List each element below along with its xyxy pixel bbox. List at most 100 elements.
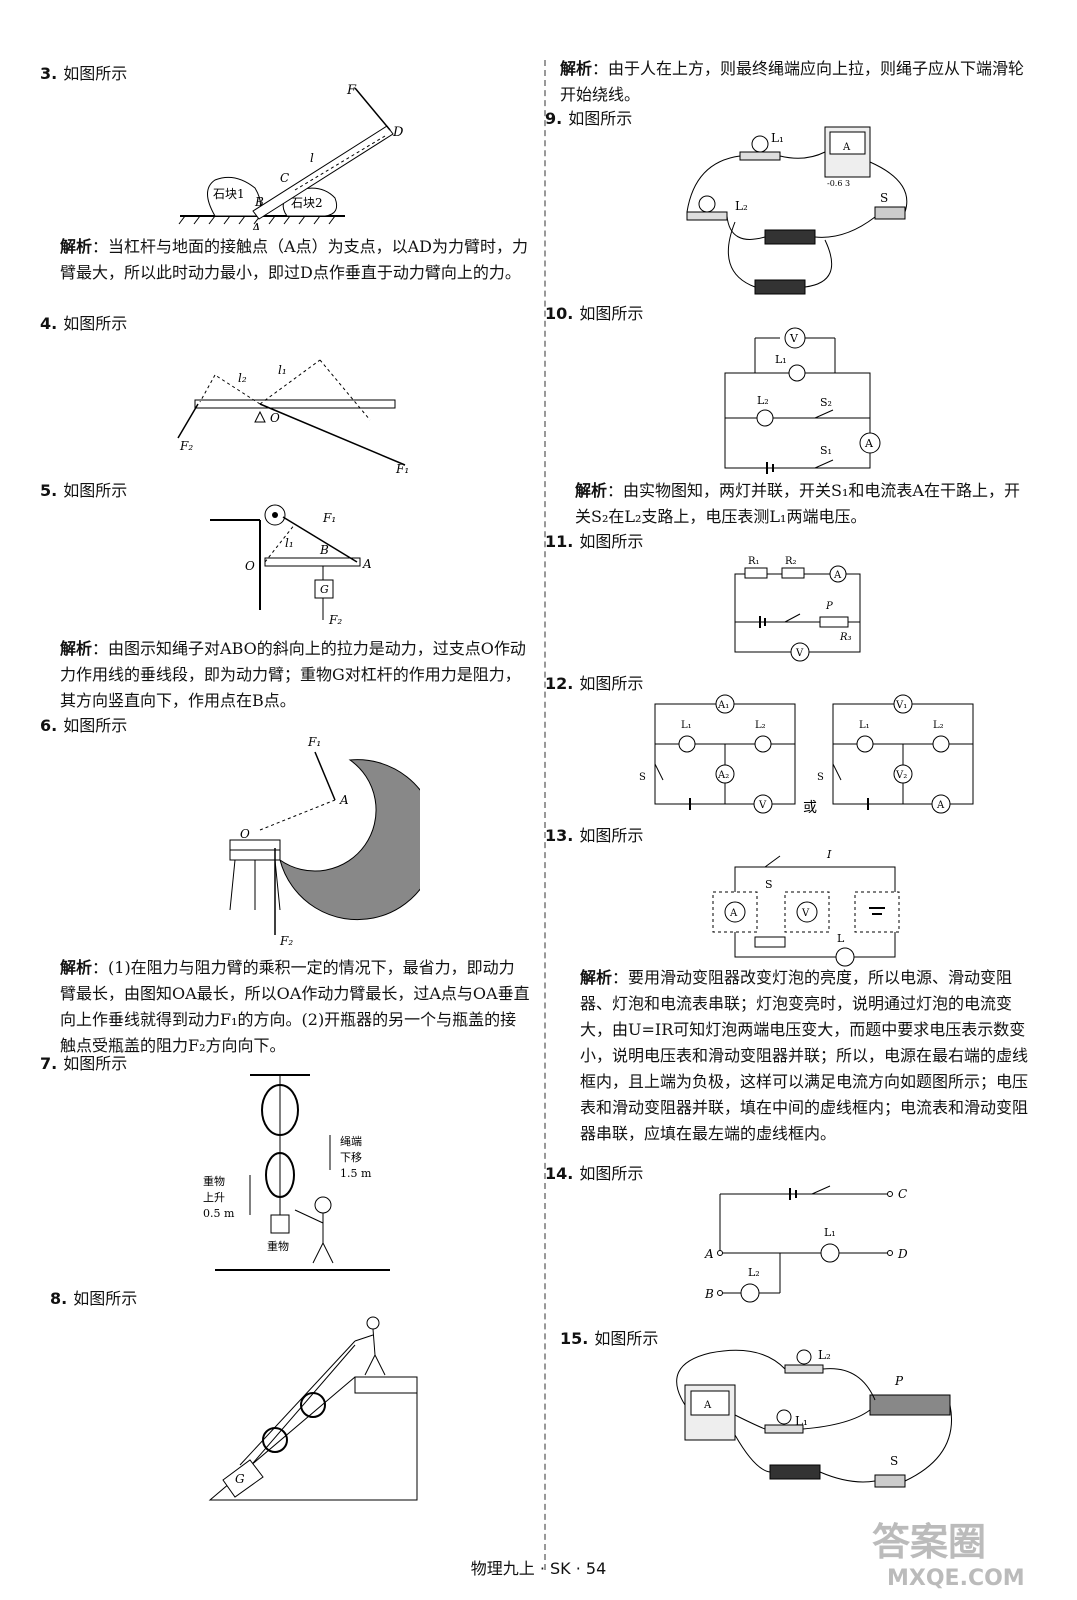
svg-text:A: A bbox=[729, 908, 738, 919]
svg-text:L₁: L₁ bbox=[775, 353, 787, 366]
svg-text:L₁: L₁ bbox=[859, 720, 870, 731]
svg-text:l₁: l₁ bbox=[278, 363, 287, 377]
svg-text:S: S bbox=[817, 772, 824, 783]
column-divider bbox=[544, 60, 546, 1570]
q9-circuit-figure: A -0.6 3 L₁ L₂ S bbox=[686, 126, 908, 295]
svg-text:A₁: A₁ bbox=[717, 700, 729, 711]
svg-text:A: A bbox=[833, 570, 842, 581]
svg-text:石块1: 石块1 bbox=[213, 187, 245, 201]
page-footer: 物理九上 · SK · 54 bbox=[470, 1559, 607, 1578]
svg-text:B: B bbox=[254, 195, 264, 209]
svg-text:答案圈: 答案圈 bbox=[872, 1520, 986, 1564]
svg-text:L₂: L₂ bbox=[818, 1348, 831, 1362]
q4-lever-figure: l₁ l₂ O F₁ F₂ bbox=[177, 359, 409, 476]
svg-text:V: V bbox=[758, 800, 767, 811]
question-13-heading: 13.如图所示 bbox=[545, 826, 644, 845]
q13-analysis: 解析：要用滑动变阻器改变灯泡的亮度，所以电源、滑动变阻器、灯泡和电流表串联；灯泡… bbox=[580, 968, 1029, 1143]
svg-text:L₂: L₂ bbox=[735, 199, 748, 213]
svg-text:1.5 m: 1.5 m bbox=[340, 1167, 372, 1180]
svg-text:L₁: L₁ bbox=[681, 720, 692, 731]
svg-text:A₂: A₂ bbox=[717, 770, 729, 781]
question-5-heading: 5.如图所示 bbox=[40, 481, 128, 500]
q13-circuit-diagram: S I A V L bbox=[712, 848, 900, 967]
svg-text:0.5 m: 0.5 m bbox=[203, 1207, 235, 1220]
svg-text:F₂: F₂ bbox=[279, 934, 293, 948]
q3-analysis: 解析：当杠杆与地面的接触点（A点）为支点，以AD为力臂时，力臂最大，所以此时动力… bbox=[60, 237, 528, 282]
q15-circuit-figure: A L₂ L₁ P S bbox=[676, 1348, 952, 1488]
svg-text:A: A bbox=[362, 557, 372, 571]
svg-text:S₁: S₁ bbox=[820, 444, 832, 457]
question-14-heading: 14.如图所示 bbox=[545, 1164, 644, 1183]
svg-text:V: V bbox=[789, 332, 799, 345]
svg-text:O: O bbox=[270, 411, 280, 425]
q3-lever-figure: F D l C B A 石块1 石块2 bbox=[178, 83, 404, 230]
svg-text:重物: 重物 bbox=[267, 1239, 289, 1253]
svg-text:O: O bbox=[240, 827, 250, 841]
svg-text:F₁: F₁ bbox=[307, 735, 321, 749]
question-3-heading: 3.如图所示 bbox=[40, 64, 128, 83]
svg-text:F₁: F₁ bbox=[395, 462, 409, 476]
question-7-heading: 7.如图所示 bbox=[40, 1054, 128, 1073]
q5-analysis: 解析：由图示知绳子对ABO的斜向上的拉力是动力，过支点O作动力作用线的垂线段，即… bbox=[60, 639, 526, 710]
svg-text:L₁: L₁ bbox=[771, 131, 784, 145]
svg-text:V₁: V₁ bbox=[895, 700, 907, 711]
svg-text:R₃: R₃ bbox=[839, 632, 852, 643]
q8-analysis: 解析：由于人在上方，则最终绳端应向上拉，则绳子应从下端滑轮开始绕线。 bbox=[560, 59, 1025, 104]
svg-text:A: A bbox=[703, 1400, 712, 1411]
svg-text:R₁: R₁ bbox=[748, 556, 760, 567]
question-12-heading: 12.如图所示 bbox=[545, 674, 644, 693]
svg-text:L₂: L₂ bbox=[755, 720, 766, 731]
q12-circuit-diagrams: A₁ L₁ L₂ A₂ S V 或 V₁ L₁ L₂ bbox=[639, 694, 974, 816]
svg-text:石块2: 石块2 bbox=[291, 196, 323, 210]
q6-analysis: 解析：(1)在阻力与阻力臂的乘积一定的情况下，最省力，即动力臂最长，由图知OA最… bbox=[60, 958, 530, 1055]
svg-text:V₂: V₂ bbox=[895, 770, 907, 781]
svg-text:P: P bbox=[894, 1374, 904, 1388]
svg-text:B: B bbox=[319, 543, 329, 557]
svg-text:S: S bbox=[639, 772, 646, 783]
svg-text:D: D bbox=[392, 125, 404, 140]
svg-text:绳端: 绳端 bbox=[340, 1134, 362, 1148]
svg-text:l₂: l₂ bbox=[238, 371, 247, 385]
svg-text:L₂: L₂ bbox=[933, 720, 944, 731]
q6-bottle-opener-figure: F₁ A O F₂ bbox=[229, 735, 420, 948]
svg-text:上升: 上升 bbox=[203, 1191, 225, 1204]
question-11-heading: 11.如图所示 bbox=[545, 532, 644, 551]
question-15-heading: 15.如图所示 bbox=[560, 1329, 659, 1348]
svg-text:D: D bbox=[897, 1247, 908, 1261]
svg-text:C: C bbox=[898, 1187, 907, 1201]
svg-text:-0.6 3: -0.6 3 bbox=[827, 179, 850, 188]
svg-text:F₁: F₁ bbox=[322, 511, 336, 525]
svg-text:C: C bbox=[280, 171, 289, 185]
q14-circuit-diagram: C A D L₁ B L₂ bbox=[704, 1185, 908, 1303]
svg-text:L₁: L₁ bbox=[824, 1226, 836, 1239]
q11-circuit-diagram: A R₁ R₂ P R₃ V bbox=[734, 556, 861, 662]
svg-text:MXQE.COM: MXQE.COM bbox=[887, 1566, 1025, 1590]
svg-text:R₂: R₂ bbox=[785, 556, 797, 567]
svg-text:A: A bbox=[704, 1247, 714, 1261]
svg-text:V: V bbox=[801, 908, 810, 919]
svg-text:重物: 重物 bbox=[203, 1174, 225, 1188]
q5-pulley-lever-figure: F₁ l₁ B O A G F₂ bbox=[210, 504, 372, 627]
watermark-logo: 答案圈 MXQE.COM bbox=[872, 1520, 1025, 1590]
svg-text:L: L bbox=[837, 932, 845, 945]
svg-text:P: P bbox=[825, 601, 833, 612]
svg-text:B: B bbox=[704, 1287, 714, 1301]
svg-text:G: G bbox=[235, 1472, 245, 1486]
svg-text:l₁: l₁ bbox=[285, 536, 294, 550]
svg-text:O: O bbox=[245, 559, 255, 573]
q7-pulley-system-figure: 绳端 下移 1.5 m 重物 上升 0.5 m 重物 bbox=[203, 1074, 390, 1271]
svg-text:A: A bbox=[842, 142, 851, 153]
svg-text:S: S bbox=[890, 1454, 898, 1468]
svg-text:L₂: L₂ bbox=[748, 1266, 760, 1279]
svg-text:下移: 下移 bbox=[340, 1151, 362, 1164]
svg-text:V: V bbox=[795, 648, 804, 659]
svg-text:l: l bbox=[310, 151, 314, 165]
svg-text:S₂: S₂ bbox=[820, 396, 832, 409]
question-4-heading: 4.如图所示 bbox=[40, 314, 128, 333]
svg-text:L₁: L₁ bbox=[795, 1414, 808, 1428]
svg-text:A: A bbox=[251, 221, 261, 230]
svg-text:F₂: F₂ bbox=[179, 439, 193, 453]
svg-text:或: 或 bbox=[803, 800, 817, 816]
svg-text:A: A bbox=[936, 800, 945, 811]
svg-text:S: S bbox=[765, 878, 773, 891]
